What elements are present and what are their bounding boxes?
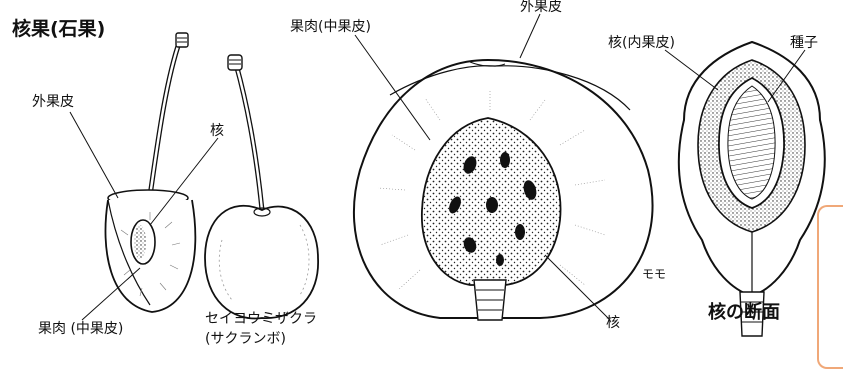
- seed-label: 種子: [790, 35, 818, 51]
- page-title: 核果(石果): [12, 18, 106, 40]
- diagram-canvas: 核果(石果) 外果皮 核 果肉 (中果皮) セイヨウミザクラ (サクランボ) 果…: [12, 0, 843, 369]
- peach-half-illustration: [352, 58, 654, 321]
- endocarp-label: 核(内果皮): [608, 35, 675, 51]
- cherry-mesocarp-label: 果肉 (中果皮): [38, 321, 124, 337]
- peach-mesocarp-label: 果肉(中果皮): [290, 19, 371, 35]
- pit-section-illustration: [677, 40, 826, 337]
- section-title: 核の断面: [708, 302, 780, 323]
- leader-lines: [69, 13, 806, 321]
- cherry-species-name: セイヨウミザクラ: [205, 311, 317, 327]
- cherry-pit-label: 核: [210, 123, 224, 139]
- cherry-whole-illustration: [204, 54, 319, 320]
- cherry-half-illustration: [104, 32, 197, 313]
- peach-pit-label: 核: [606, 315, 620, 331]
- callout-box-edge: [817, 205, 843, 369]
- peach-name-label: モモ: [642, 267, 667, 281]
- cherry-exocarp-label: 外果皮: [32, 94, 74, 110]
- fruit-illustration: [69, 13, 826, 337]
- peach-exocarp-label: 外果皮: [520, 0, 562, 15]
- cherry-common-name: (サクランボ): [205, 331, 286, 347]
